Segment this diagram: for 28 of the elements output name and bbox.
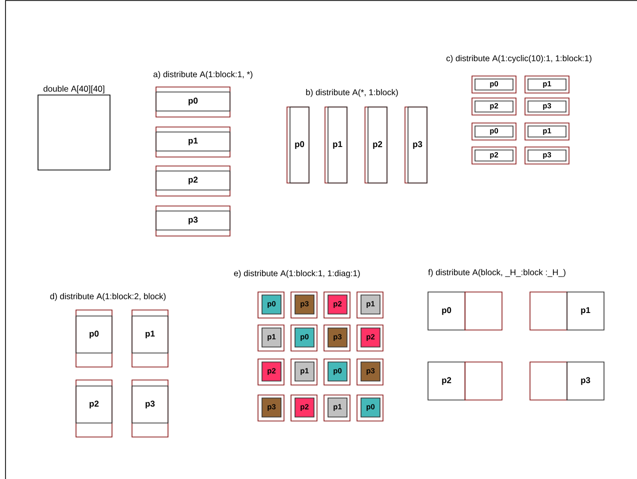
halo-block-box: p2 [428, 362, 466, 400]
panel-title: c) distribute A(1:cyclic(10):1, 1:block:1) [446, 55, 592, 63]
block-box: p0 [76, 310, 112, 368]
panel-title: b) distribute A(*, 1:block) [306, 89, 398, 97]
empty-halo-box [530, 292, 568, 330]
column-block-box: p2 [364, 106, 388, 184]
column-block-box: p3 [404, 106, 428, 184]
block-box: p2 [76, 380, 112, 438]
empty-halo-box [464, 362, 502, 400]
empty-halo-box [530, 362, 568, 400]
node-label: double A[40][40] [44, 85, 104, 94]
column-block-box: p1 [324, 106, 348, 184]
panel-title: e) distribute A(1:block:1, 1:diag:1) [234, 270, 360, 278]
block-box: p3 [132, 380, 168, 438]
row-block-box: p2 [156, 166, 230, 196]
panel-title: a) distribute A(1:block:1, *) [153, 71, 252, 79]
row-block-box: p1 [156, 126, 230, 158]
halo-block-box: p0 [428, 292, 466, 330]
panel-title: f) distribute A(block, _H_:block :_H_) [428, 269, 566, 277]
array-box: double A[40][40] [38, 86, 110, 170]
row-block-box: p0 [156, 86, 230, 118]
panel-title: d) distribute A(1:block:2, block) [50, 293, 166, 301]
halo-block-box: p3 [566, 362, 604, 400]
empty-halo-box [464, 292, 502, 330]
row-block-box: p3 [156, 206, 230, 236]
block-box: p1 [132, 310, 168, 368]
halo-block-box: p1 [566, 292, 604, 330]
column-block-box: p0 [286, 106, 310, 184]
